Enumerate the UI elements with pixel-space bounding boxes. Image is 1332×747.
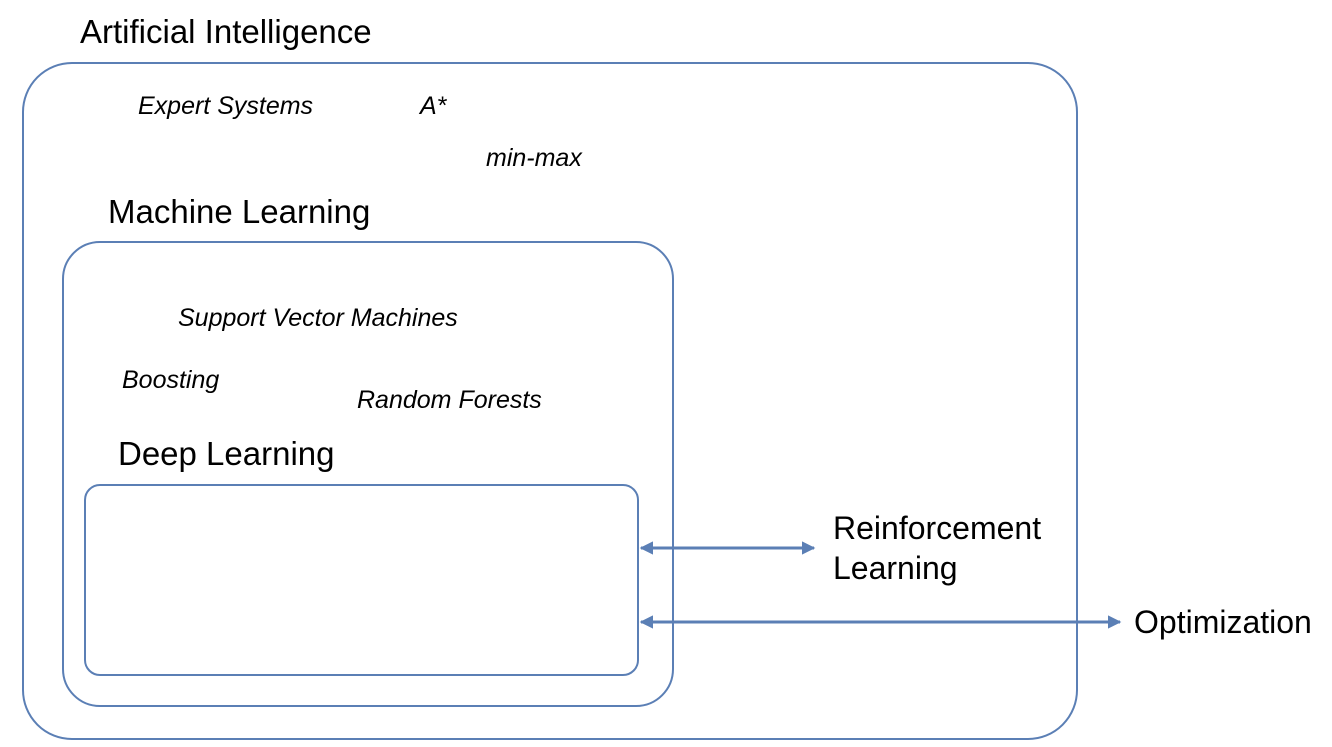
- ml-item-svm: Support Vector Machines: [178, 304, 458, 332]
- optimization-label: Optimization: [1134, 604, 1312, 640]
- reinforcement-learning-line2: Learning: [833, 550, 958, 586]
- reinforcement-learning-label: Reinforcement Learning: [833, 508, 1041, 588]
- reinforcement-learning-line1: Reinforcement: [833, 510, 1042, 546]
- ai-item-a-star: A*: [420, 92, 447, 120]
- dl-box: [84, 484, 639, 676]
- ai-box: [22, 62, 1078, 740]
- ai-item-expert-systems: Expert Systems: [138, 92, 314, 120]
- ml-title: Machine Learning: [108, 193, 371, 230]
- ai-item-min-max: min-max: [486, 144, 582, 172]
- dl-title: Deep Learning: [118, 435, 335, 472]
- ml-box: [62, 241, 674, 707]
- ml-item-boosting: Boosting: [122, 366, 220, 394]
- ai-title: Artificial Intelligence: [80, 13, 372, 50]
- ml-item-random-forests: Random Forests: [357, 386, 542, 414]
